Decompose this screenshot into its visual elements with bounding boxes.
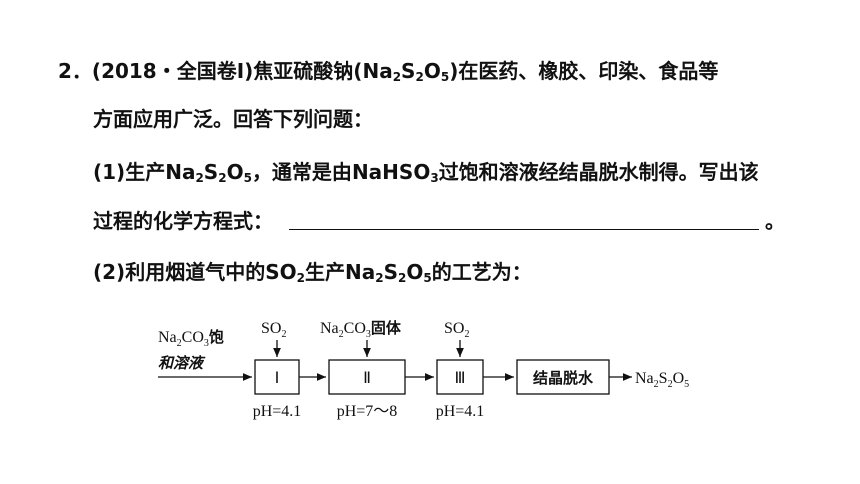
stage-box-2 [328,359,406,395]
ph-label-3: pH=4.1 [436,403,485,420]
stage-label-2: Ⅱ [363,370,371,387]
feed-label-line-1: Na2CO3饱 [158,328,224,349]
part2-label: (2) [93,260,126,284]
question-line-1: 2．(2018・全国卷Ⅰ)焦亚硫酸钠(Na2S2O5)在医药、橡胶、印染、食品等 [58,57,718,85]
part1-line-1: (1)生产Na2S2O5，通常是由NaHSO3过饱和溶液经结晶脱水制得。写出该 [93,158,759,186]
formula-na2s2o5: Na2S2O5 [344,260,432,285]
part2-text-c: 的工艺为： [431,260,532,284]
stage-label-1: Ⅰ [275,370,280,387]
part2-line: (2)利用烟道气中的SO2生产Na2S2O5的工艺为： [93,258,532,286]
input-label-3: SO2 [444,320,469,340]
part1-text-d: 过程的化学方程式： [93,209,273,233]
question-intro-b: )在医药、橡胶、印染、食品等 [449,59,719,83]
part1-label: (1) [93,160,126,184]
part1-text-c: 过饱和溶液经结晶脱水制得。写出该 [438,160,759,184]
stage-label-3: Ⅲ [454,370,465,387]
final-step-box [516,359,610,395]
final-step-label: 结晶脱水 [533,369,594,387]
input-label-1: SO2 [261,320,286,340]
part1-text-b: ，通常是由 [251,160,352,184]
part1-end: 。 [765,209,785,233]
formula-na2s2o5: Na2S2O5 [165,160,252,185]
input-label-2: Na2CO3固体 [320,319,402,340]
product-label: Na2S2O5 [635,370,689,390]
question-intro-c: 方面应用广泛。回答下列问题： [93,107,373,131]
formula-so2: SO2 [265,260,305,285]
question-intro-a: 焦亚硫酸钠( [253,59,363,83]
question-source: (2018・全国卷Ⅰ) [91,59,254,83]
part2-text-b: 生产 [304,260,345,284]
question-number: 2． [58,59,92,83]
formula-nahso3: NaHSO3 [351,160,439,185]
question-line-2: 方面应用广泛。回答下列问题： [93,105,373,133]
part2-text-a: 利用烟道气中的 [125,260,266,284]
ph-label-2: pH=7～8 [337,403,398,420]
answer-blank[interactable] [289,211,759,230]
feed-label-line-2: 和溶液 [158,354,206,372]
formula-na2s2o5: Na2S2O5 [362,59,450,84]
ph-label-1: pH=4.1 [253,403,302,420]
part1-line-2: 过程的化学方程式： 。 [93,207,785,235]
stage-box-3 [436,359,484,395]
part1-text-a: 生产 [125,160,166,184]
